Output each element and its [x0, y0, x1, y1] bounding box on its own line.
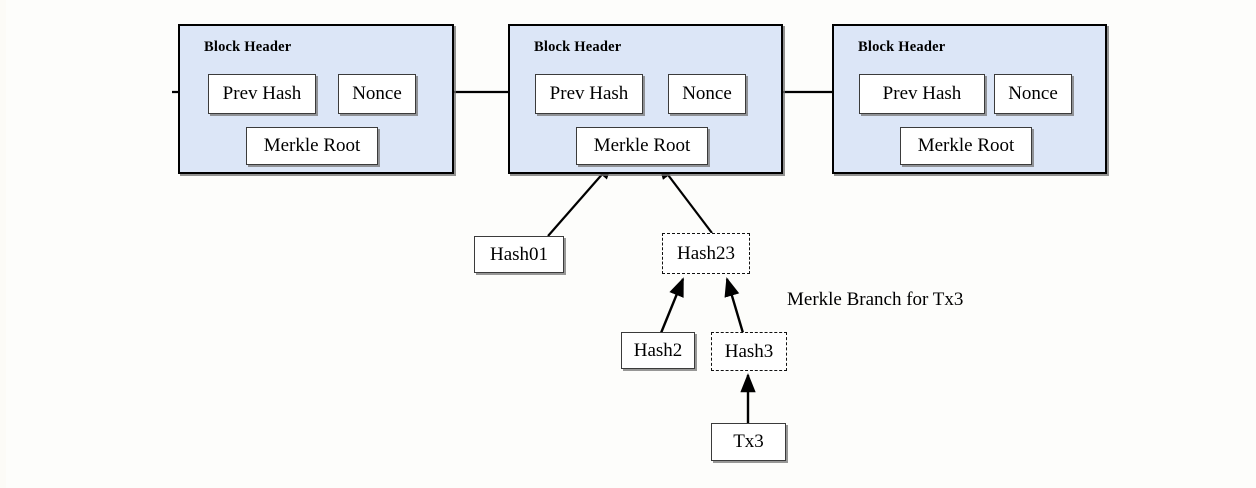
field-nonce[interactable]: Nonce	[338, 74, 416, 114]
block-title: Block Header	[858, 39, 946, 55]
field-prev-hash[interactable]: Prev Hash	[535, 74, 643, 114]
arrow-hash23-to-merkle-root	[657, 161, 713, 234]
arrow-hash2-to-hash23	[659, 277, 685, 334]
merkle-node-hash23[interactable]: Hash23	[662, 233, 750, 274]
field-nonce[interactable]: Nonce	[668, 74, 746, 114]
arrow-hash3-to-hash23	[724, 277, 745, 334]
merkle-node-hash3[interactable]: Hash3	[711, 332, 787, 371]
field-nonce[interactable]: Nonce	[994, 74, 1072, 114]
arrow-hash01-to-merkle-root	[547, 161, 614, 237]
merkle-node-hash01[interactable]: Hash01	[474, 236, 564, 273]
merkle-node-tx3[interactable]: Tx3	[711, 423, 786, 461]
block-header-3[interactable]: Block Header Prev Hash Nonce Merkle Root	[832, 24, 1107, 174]
merkle-branch-annotation: Merkle Branch for Tx3	[787, 289, 964, 310]
block-header-1[interactable]: Block Header Prev Hash Nonce Merkle Root	[178, 24, 454, 174]
field-merkle-root[interactable]: Merkle Root	[576, 127, 708, 165]
block-title: Block Header	[534, 39, 622, 55]
block-title: Block Header	[204, 39, 292, 55]
block-header-2[interactable]: Block Header Prev Hash Nonce Merkle Root	[508, 24, 783, 174]
field-merkle-root[interactable]: Merkle Root	[900, 127, 1032, 165]
field-prev-hash[interactable]: Prev Hash	[208, 74, 316, 114]
field-merkle-root[interactable]: Merkle Root	[246, 127, 378, 165]
field-prev-hash[interactable]: Prev Hash	[859, 74, 985, 114]
merkle-node-hash2[interactable]: Hash2	[621, 332, 695, 369]
